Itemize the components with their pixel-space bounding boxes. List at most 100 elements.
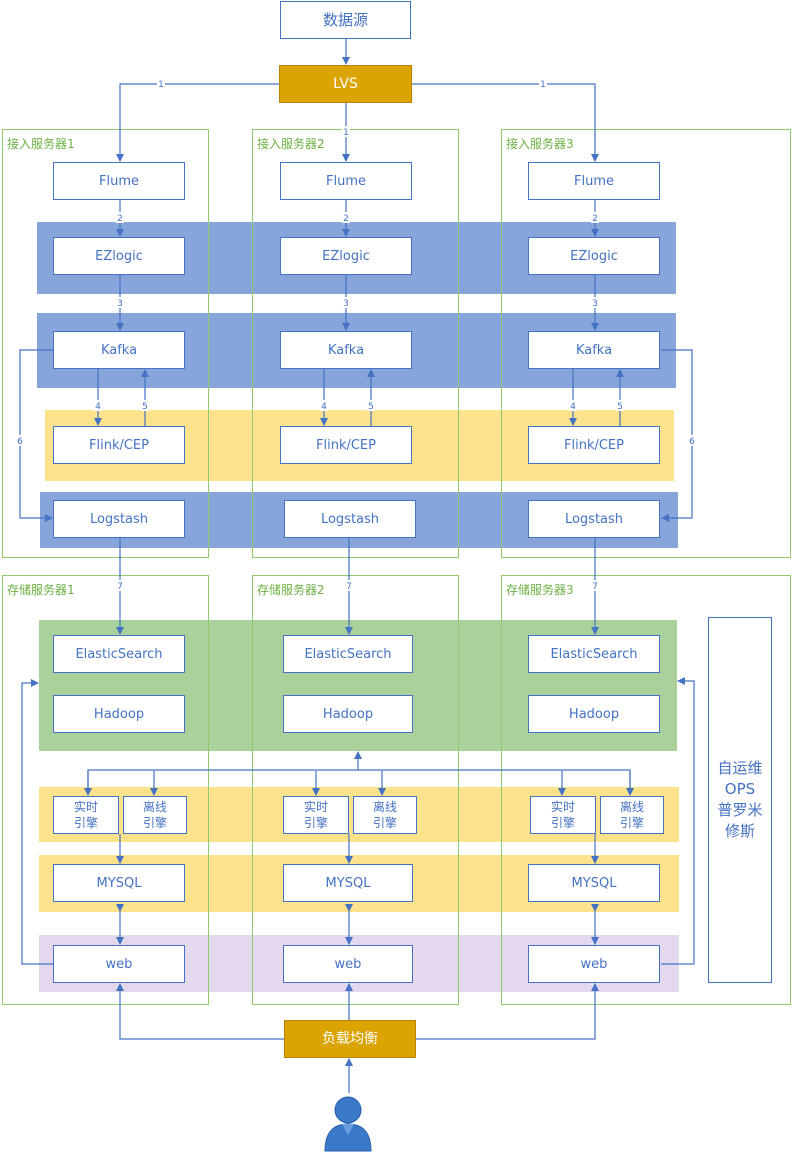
edge-label: 3 xyxy=(117,299,123,309)
ezlogic-node-3-label: EZlogic xyxy=(570,248,618,264)
edge-label: 6 xyxy=(689,437,695,447)
elasticsearch-node-1: ElasticSearch xyxy=(53,635,185,673)
flink-node-1: Flink/CEP xyxy=(53,426,185,464)
realtime-engine-node-2-label: 实时 引擎 xyxy=(303,800,328,830)
web-node-3: web xyxy=(528,945,660,983)
connector xyxy=(661,349,693,522)
logstash-node-2: Logstash xyxy=(284,500,416,538)
web-node-2-label: web xyxy=(334,956,362,972)
kafka-node-1-label: Kafka xyxy=(100,342,138,358)
ingest-server-label: 接入服务器2 xyxy=(257,137,325,151)
storage-server-label: 存储服务器2 xyxy=(257,583,325,597)
kafka-node-3-label: Kafka xyxy=(575,342,613,358)
logstash-node-2-label: Logstash xyxy=(320,511,380,527)
hadoop-node-1: Hadoop xyxy=(53,695,185,733)
edge-label: 6 xyxy=(17,437,23,447)
flume-node-3-label: Flume xyxy=(574,173,614,189)
logstash-node-3: Logstash xyxy=(528,500,660,538)
ezlogic-node-2-label: EZlogic xyxy=(322,248,370,264)
edge-label: 7 xyxy=(346,582,352,592)
flume-node-1-label: Flume xyxy=(99,173,139,189)
edge-label: 4 xyxy=(321,402,327,412)
edge-label: 7 xyxy=(117,582,123,592)
realtime-engine-node-3-label: 实时 引擎 xyxy=(550,800,575,830)
realtime-engine-node-1: 实时 引擎 xyxy=(53,796,119,834)
offline-engine-node-1-label: 离线 引擎 xyxy=(142,800,167,830)
ingest-server-group-3: 接入服务器3 xyxy=(501,129,791,558)
connector xyxy=(661,677,695,965)
flume-node-2-label: Flume xyxy=(326,173,366,189)
mysql-node-2-label: MYSQL xyxy=(325,875,371,891)
connector xyxy=(412,83,599,162)
elasticsearch-node-3-label: ElasticSearch xyxy=(550,646,638,662)
elasticsearch-node-1-label: ElasticSearch xyxy=(75,646,163,662)
web-node-3-label: web xyxy=(580,956,608,972)
offline-engine-node-2-label: 离线 引擎 xyxy=(372,800,397,830)
offline-engine-node-3: 离线 引擎 xyxy=(600,796,664,834)
storage-server-group-1: 存储服务器1 xyxy=(2,575,209,1005)
flink-node-3-label: Flink/CEP xyxy=(564,437,624,453)
kafka-node-3: Kafka xyxy=(528,331,660,369)
ezlogic-node-1-label: EZlogic xyxy=(95,248,143,264)
hadoop-node-3-label: Hadoop xyxy=(568,706,620,722)
kafka-node-2-label: Kafka xyxy=(327,342,365,358)
edge-label: 2 xyxy=(343,214,349,224)
edge-label: 3 xyxy=(343,299,349,309)
ezlogic-node-1: EZlogic xyxy=(53,237,185,275)
edge-label: 1 xyxy=(343,128,349,138)
ingest-server-label: 接入服务器1 xyxy=(7,137,75,151)
flume-node-2: Flume xyxy=(280,162,412,200)
hadoop-node-3: Hadoop xyxy=(528,695,660,733)
edge-label: 4 xyxy=(95,402,101,412)
elasticsearch-node-3: ElasticSearch xyxy=(528,635,660,673)
flink-node-2-label: Flink/CEP xyxy=(316,437,376,453)
kafka-node-2: Kafka xyxy=(280,331,412,369)
offline-engine-node-1: 离线 引擎 xyxy=(123,796,187,834)
kafka-node-1: Kafka xyxy=(53,331,185,369)
edge-label: 5 xyxy=(368,402,374,412)
edge-label: 3 xyxy=(592,299,598,309)
web-node-1-label: web xyxy=(105,956,133,972)
storage-server-label: 存储服务器1 xyxy=(7,583,75,597)
edge-label: 1 xyxy=(158,80,164,90)
data-source-node: 数据源 xyxy=(280,1,411,39)
connector xyxy=(87,769,631,795)
ezlogic-node-2: EZlogic xyxy=(280,237,412,275)
lvs-label: LVS xyxy=(333,75,358,92)
edge-label: 4 xyxy=(570,402,576,412)
connector xyxy=(19,349,53,522)
mysql-node-3: MYSQL xyxy=(528,864,660,902)
ezlogic-node-3: EZlogic xyxy=(528,237,660,275)
hadoop-node-2-label: Hadoop xyxy=(322,706,374,722)
data-source-label: 数据源 xyxy=(322,10,368,29)
edge-label: 5 xyxy=(617,402,623,412)
ingest-server-group-2: 接入服务器2 xyxy=(252,129,459,558)
logstash-node-1: Logstash xyxy=(53,500,185,538)
logstash-node-1-label: Logstash xyxy=(89,511,149,527)
mysql-node-3-label: MYSQL xyxy=(571,875,617,891)
flink-node-1-label: Flink/CEP xyxy=(89,437,149,453)
edge-label: 2 xyxy=(117,214,123,224)
ingest-server-group-1: 接入服务器1 xyxy=(2,129,209,558)
flume-node-1: Flume xyxy=(53,162,185,200)
web-node-2: web xyxy=(283,945,413,983)
flume-node-3: Flume xyxy=(528,162,660,200)
lvs-node: LVS xyxy=(279,65,412,103)
hadoop-node-2: Hadoop xyxy=(283,695,413,733)
flink-node-3: Flink/CEP xyxy=(528,426,660,464)
logstash-node-3-label: Logstash xyxy=(564,511,624,527)
offline-engine-node-3-label: 离线 引擎 xyxy=(619,800,644,830)
load-balancer-label: 负载均衡 xyxy=(322,1030,378,1047)
edge-label: 2 xyxy=(592,214,598,224)
load-balancer-node: 负载均衡 xyxy=(284,1020,416,1058)
user-icon xyxy=(324,1096,372,1152)
elasticsearch-node-2: ElasticSearch xyxy=(283,635,413,673)
self-ops-label: 自运维 OPS 普罗米 修斯 xyxy=(717,759,763,840)
mysql-node-2: MYSQL xyxy=(283,864,413,902)
storage-server-label: 存储服务器3 xyxy=(506,583,574,597)
elasticsearch-node-2-label: ElasticSearch xyxy=(304,646,392,662)
realtime-engine-node-1-label: 实时 引擎 xyxy=(73,800,98,830)
connector xyxy=(116,83,279,162)
self-ops-node: 自运维 OPS 普罗米 修斯 xyxy=(708,617,772,983)
